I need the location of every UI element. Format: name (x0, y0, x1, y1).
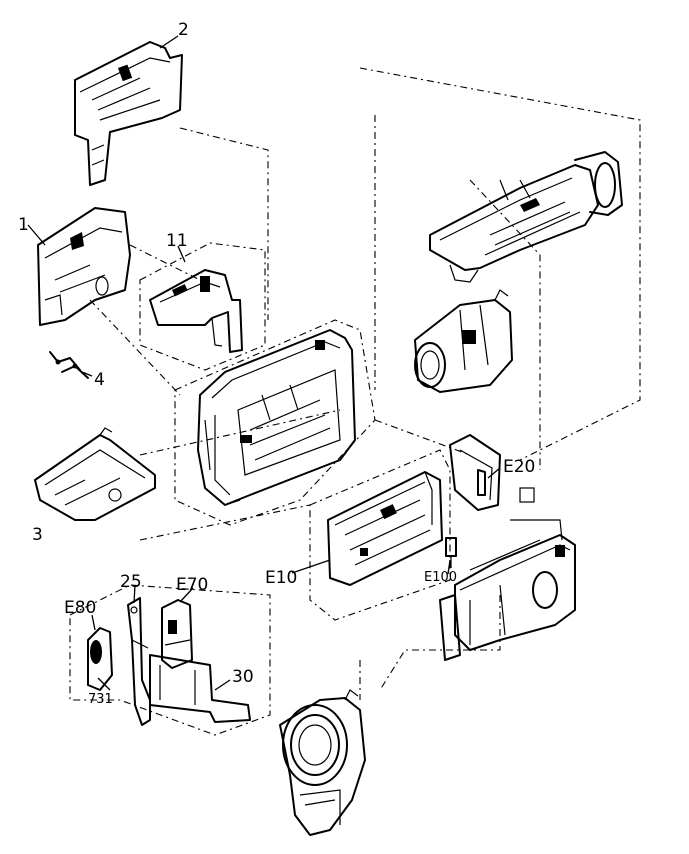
part-right-housing (439, 519, 576, 661)
assembly-guide-lines (89, 67, 641, 700)
part-viewfinder (429, 151, 623, 283)
part-top-cover (74, 41, 183, 186)
box-small-parts (69, 584, 271, 736)
box-main-frame (174, 319, 376, 526)
part-25-lever (127, 597, 151, 726)
callout-30: 30 (232, 667, 254, 687)
part-e20-bracket (449, 434, 535, 511)
subassembly-boxes (69, 242, 451, 736)
part-front-housing (279, 689, 366, 836)
callout-e100: E100 (424, 570, 457, 585)
callout-4: 4 (94, 370, 105, 390)
part-e100-connector (445, 537, 457, 568)
callout-1: 1 (18, 215, 29, 235)
part-e80-switch (87, 627, 113, 691)
callout-25: 25 (120, 572, 142, 592)
callout-2: 2 (178, 20, 189, 40)
box-part-11 (139, 242, 266, 371)
part-circuit-board (327, 471, 443, 586)
box-circuit-board (309, 449, 451, 621)
part-lens-block (414, 289, 513, 393)
callout-e20: E20 (503, 457, 535, 477)
leader-lines (27, 35, 501, 691)
part-bottom-plate (34, 427, 156, 521)
callout-e70: E70 (176, 575, 208, 595)
part-main-frame (197, 329, 356, 506)
callout-11: 11 (166, 231, 188, 251)
part-bracket-11 (149, 269, 243, 353)
callout-e10: E10 (265, 568, 297, 588)
part-screws-4 (49, 351, 89, 379)
part-30-bracket (149, 654, 251, 723)
callout-731: 731 (88, 692, 113, 707)
callout-labels: 2 1 11 4 3 E20 E10 E100 25 E70 E80 30 73… (18, 20, 535, 707)
part-left-cover (37, 207, 131, 326)
callout-3: 3 (32, 525, 43, 545)
part-e70-plate (161, 599, 193, 669)
callout-e80: E80 (64, 598, 96, 618)
